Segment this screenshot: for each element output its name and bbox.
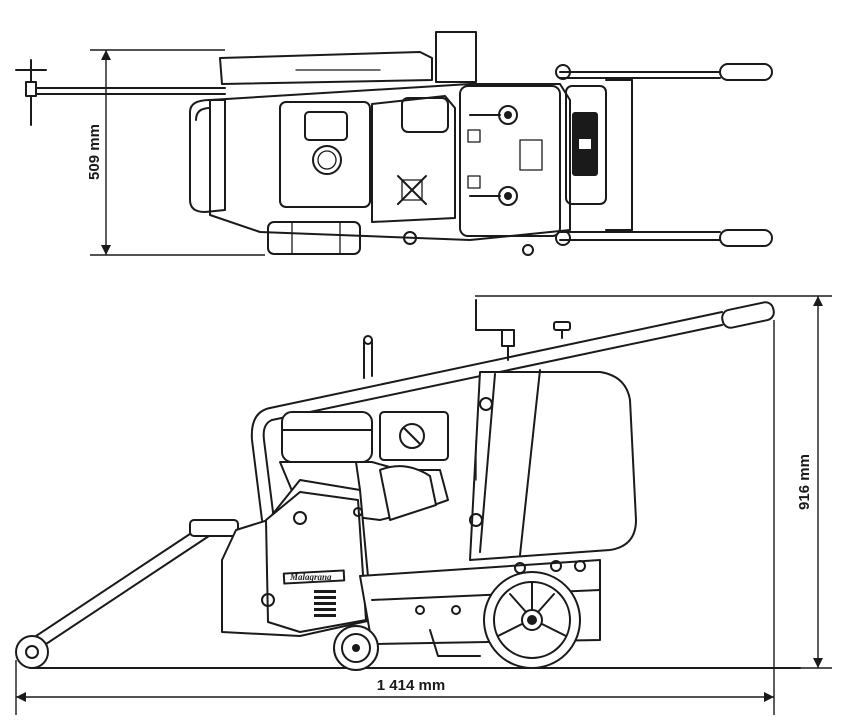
warning-icon bbox=[397, 175, 427, 205]
length-dimension-label: 1 414 mm bbox=[377, 677, 445, 694]
vent-grille bbox=[314, 590, 336, 617]
width-dimension-label: 509 mm bbox=[86, 124, 103, 180]
depth-crank bbox=[475, 299, 571, 361]
front-wheel bbox=[333, 625, 379, 671]
brand-plate: Malagrana bbox=[289, 572, 332, 582]
side-view: 916 mm 1 414 mm bbox=[15, 295, 832, 715]
width-dimension: 509 mm bbox=[86, 49, 265, 256]
water-tank bbox=[469, 369, 637, 561]
rear-wheel bbox=[483, 571, 581, 669]
height-dimension: 916 mm bbox=[475, 295, 832, 669]
top-crank bbox=[15, 59, 226, 126]
height-dimension-label: 916 mm bbox=[796, 454, 813, 510]
front-pointer-arm bbox=[15, 519, 239, 669]
top-view: 509 mm bbox=[15, 31, 773, 256]
top-handles bbox=[559, 63, 773, 247]
length-dimension: 1 414 mm bbox=[15, 320, 775, 715]
blade-guard: Malagrana bbox=[221, 479, 373, 637]
